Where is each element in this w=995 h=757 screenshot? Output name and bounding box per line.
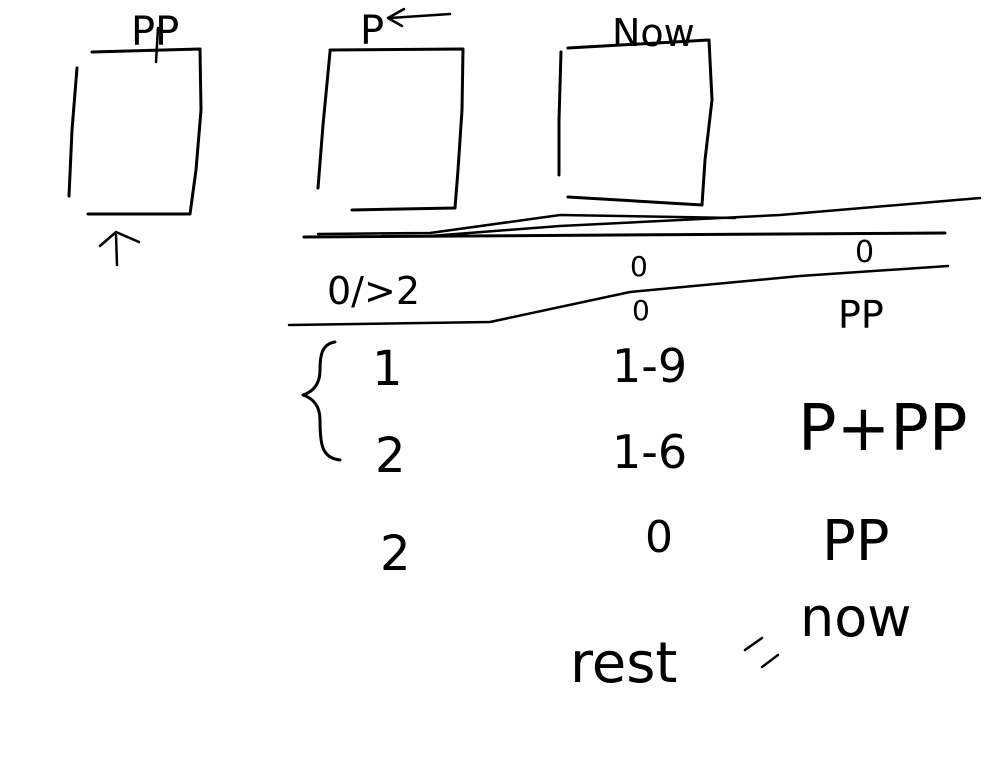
table-lines (287, 196, 982, 327)
box-pp-label: PP (131, 9, 179, 55)
row-2-ones: 1-6 (612, 425, 687, 479)
box-now-label: Now (612, 11, 695, 55)
header-digit: 0/>2 (327, 269, 420, 313)
up-arrow-icon (98, 230, 141, 267)
footer-label: rest (570, 631, 677, 696)
box-p-label: P (360, 8, 384, 54)
row-3-ones: 0 (645, 512, 673, 563)
header-result-top: 0 (855, 235, 874, 270)
header-result-bottom: PP (838, 293, 884, 337)
header-ones-bottom: 0 (632, 294, 650, 327)
footer-value: now (800, 586, 911, 649)
row-2-digit: 2 (375, 428, 406, 484)
row-1-digit: 1 (372, 341, 403, 397)
left-arrow-icon (386, 7, 452, 28)
box-p (316, 7, 465, 212)
box-pp (67, 26, 203, 267)
brace (301, 340, 342, 462)
row-1-ones: 1-9 (612, 339, 687, 393)
row-1-result: P+PP (798, 392, 967, 466)
row-3-digit: 2 (380, 526, 411, 582)
box-now (557, 38, 714, 207)
equals-sign (743, 636, 780, 669)
row-3-result: PP (822, 509, 890, 574)
header-ones-top: 0 (630, 250, 648, 283)
